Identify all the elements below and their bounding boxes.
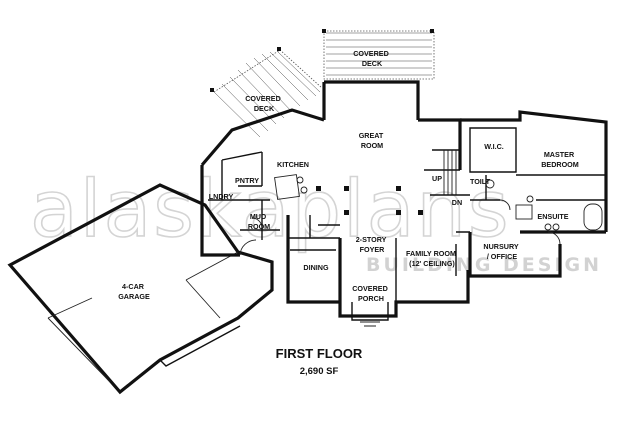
nursery-label: NURSURY / OFFICE	[483, 242, 520, 261]
wic-label: W.I.C.	[484, 142, 504, 151]
stair-up-label: UP	[432, 174, 442, 183]
mud-room-label: MUD ROOM	[248, 212, 270, 231]
covered-deck-left-label: COVERED DECK	[245, 94, 283, 113]
watermark-brand: alaskaplans	[30, 165, 511, 255]
family-room-label: FAMILY ROOM (12' CEILING)	[406, 249, 458, 268]
foyer-label: 2-STORY FOYER	[356, 235, 389, 254]
garage-structure	[7, 183, 274, 395]
dining-label: DINING	[303, 263, 329, 272]
garage-label: 4-CAR GARAGE	[118, 282, 150, 301]
floor-title: FIRST FLOOR	[276, 346, 363, 361]
pantry-label: PNTRY	[235, 176, 259, 185]
great-room-label: GREAT ROOM	[359, 131, 386, 150]
stair-down-label: DN	[452, 198, 462, 207]
covered-deck-left-structure	[210, 47, 323, 138]
floor-area: 2,690 SF	[300, 366, 339, 377]
watermark-tagline: BUILDING DESIGN	[366, 254, 602, 276]
laundry-label: LNDRY	[209, 192, 234, 201]
ensuite-label: ENSUITE	[537, 212, 568, 221]
covered-porch-label: COVERED PORCH	[352, 284, 390, 303]
room-labels: COVERED DECK COVERED DECK GREAT ROOM W.I…	[118, 49, 579, 303]
kitchen-label: KITCHEN	[277, 160, 309, 169]
master-bedroom-label: MASTER BEDROOM	[541, 150, 579, 169]
house-walls	[200, 80, 608, 327]
covered-deck-top-label: COVERED DECK	[353, 49, 391, 68]
covered-deck-top-structure	[322, 29, 435, 80]
toilet-label: TOILT	[470, 177, 491, 186]
